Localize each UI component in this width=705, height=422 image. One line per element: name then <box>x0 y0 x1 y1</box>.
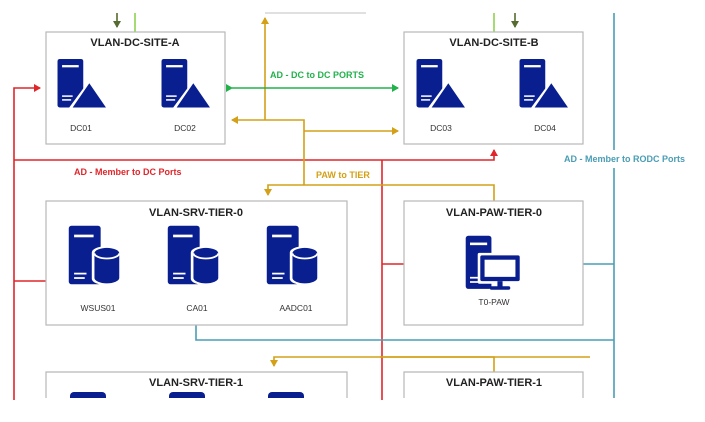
vlan-srv-tier-0[interactable]: VLAN-SRV-TIER-0 WSUS01 CA01 AADC01 <box>45 200 348 326</box>
server-ca01[interactable]: CA01 <box>166 224 222 313</box>
paw-line-to-paw1 <box>380 356 495 372</box>
host-label: AADC01 <box>279 303 312 313</box>
host-label: CA01 <box>186 303 208 313</box>
workstation-t0-paw[interactable]: T0-PAW <box>465 235 523 307</box>
vlan-title: VLAN-DC-SITE-B <box>449 37 538 49</box>
paw-line-to-srv1 <box>270 356 590 367</box>
member-to-dc-line-a <box>13 84 41 400</box>
vlan-dc-site-a[interactable]: VLAN-DC-SITE-A DC01 DC02 <box>45 31 226 145</box>
host-label: WSUS01 <box>81 303 116 313</box>
paw-line-mid <box>265 119 305 185</box>
paw-line-to-srv0 <box>264 184 304 196</box>
paw-to-tier-lines <box>231 17 590 372</box>
paw-line-to-paw0 <box>304 184 495 201</box>
host-label: DC02 <box>174 123 196 133</box>
server-icon-partial <box>268 392 304 398</box>
member-to-dc-line-main <box>14 149 498 161</box>
rodc-line-srv0 <box>195 325 614 341</box>
vlan-title: VLAN-PAW-TIER-1 <box>446 377 542 389</box>
server-aadc01[interactable]: AADC01 <box>265 224 321 313</box>
member-to-dc-label: AD - Member to DC Ports <box>74 167 182 177</box>
vlan-srv-tier-1[interactable]: VLAN-SRV-TIER-1 <box>45 371 348 398</box>
vlan-paw-tier-1[interactable]: VLAN-PAW-TIER-1 <box>403 371 584 398</box>
server-dc03[interactable]: DC03 <box>416 59 468 133</box>
vlan-title: VLAN-SRV-TIER-0 <box>149 207 243 219</box>
vlan-title: VLAN-DC-SITE-A <box>90 37 179 49</box>
vlan-dc-site-b[interactable]: VLAN-DC-SITE-B DC03 DC04 <box>403 31 584 145</box>
vlan-title: VLAN-SRV-TIER-1 <box>149 377 243 389</box>
host-label: T0-PAW <box>478 297 509 307</box>
dc-to-dc-label: AD - DC to DC PORTS <box>270 70 364 80</box>
host-label: DC01 <box>70 123 92 133</box>
host-label: DC03 <box>430 123 452 133</box>
server-icon-partial <box>169 392 205 398</box>
server-icon-partial <box>70 392 106 398</box>
server-dc04[interactable]: DC04 <box>519 59 571 133</box>
member-to-rodc-label: AD - Member to RODC Ports <box>564 154 685 164</box>
vlan-paw-tier-0[interactable]: VLAN-PAW-TIER-0 T0-PAW <box>403 200 584 326</box>
vlan-title: VLAN-PAW-TIER-0 <box>446 207 542 219</box>
server-wsus01[interactable]: WSUS01 <box>67 224 123 313</box>
host-label: DC04 <box>534 123 556 133</box>
member-to-rodc-lines <box>195 13 615 398</box>
member-to-dc-lines <box>13 84 498 400</box>
paw-to-tier-label: PAW to TIER <box>316 170 370 180</box>
server-dc01[interactable]: DC01 <box>57 59 109 133</box>
server-dc02[interactable]: DC02 <box>161 59 213 133</box>
